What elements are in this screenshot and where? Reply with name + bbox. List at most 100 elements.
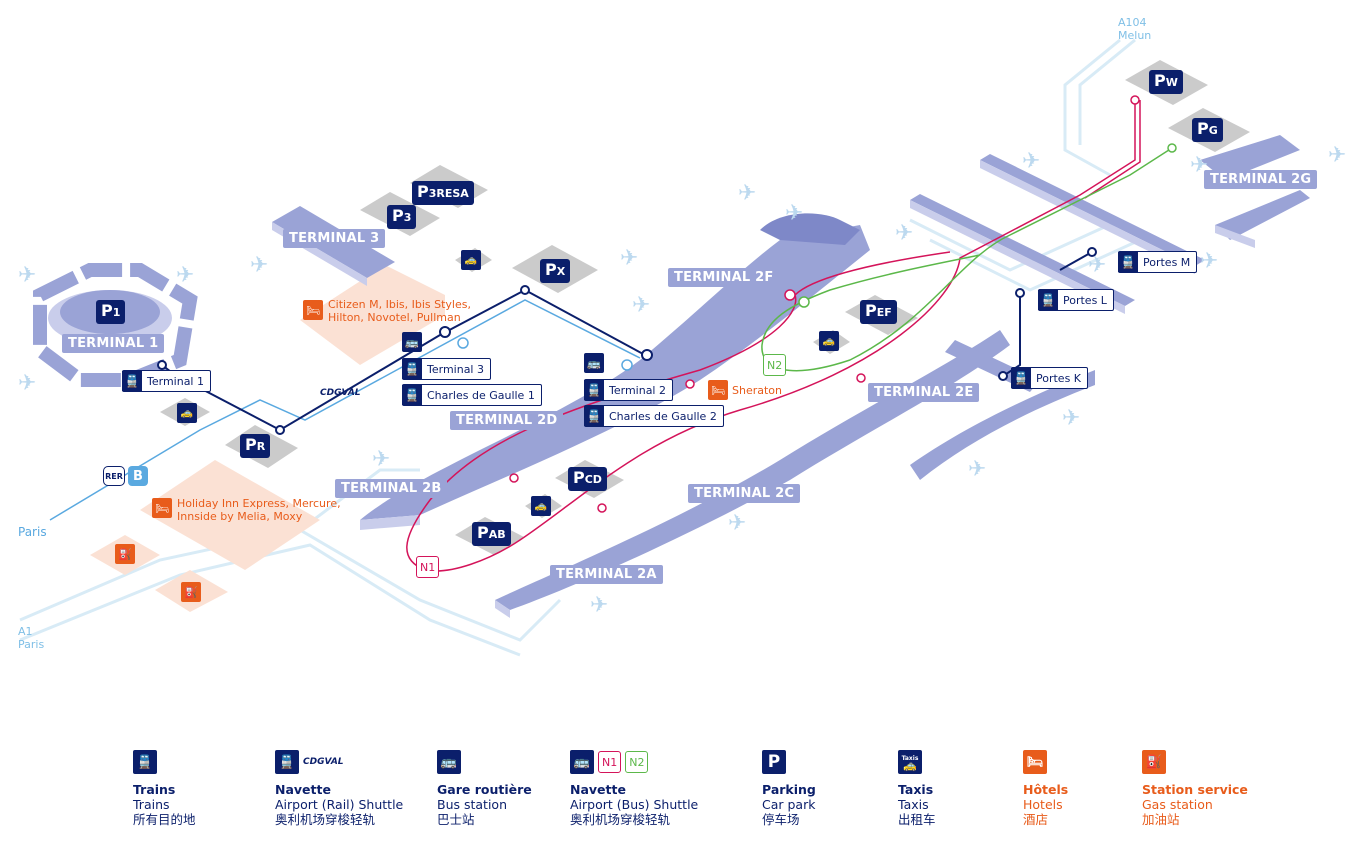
station-cdg-1[interactable]: 🚆Charles de Gaulle 1 [402,384,542,406]
hotel-icon: 🛏 [303,300,323,320]
fuel-icon[interactable]: ⛽ [115,544,135,564]
taxi-icon[interactable]: 🚕 [461,250,481,270]
terminal-label-t1[interactable]: TERMINAL 1 [62,334,165,353]
station-terminal-3[interactable]: 🚆Terminal 3 [402,358,491,380]
road-label-paris: Paris [18,525,47,539]
parking-icon: P [762,750,786,774]
plane-icon: ✈ [1022,149,1040,174]
n2-badge: N2 [763,354,787,376]
plane-icon: ✈ [632,293,650,318]
parking-pcd[interactable]: PCD [568,467,607,491]
cdgval-label: CDGVAL [320,388,361,398]
airport-map: ✈ ✈ ✈ ✈ ✈ ✈ ✈ ✈ ✈ ✈ ✈ ✈ ✈ ✈ ✈ ✈ ✈ ✈ ✈ A1… [18,16,1346,657]
terminal-label-t2b[interactable]: TERMINAL 2B [335,479,448,498]
terminal-1-building [33,263,198,387]
bus-icon: 🚌 [570,750,594,774]
station-terminal-1[interactable]: 🚆Terminal 1 [122,370,211,392]
n1-badge: N1 [416,556,440,578]
parking-pr[interactable]: PR [240,434,271,458]
fuel-icon[interactable]: ⛽ [181,582,201,602]
hotel-zone-2 [140,460,320,570]
n1-line [406,100,1136,572]
hotel-list-2[interactable]: Holiday Inn Express, Mercure, Innside by… [177,497,341,523]
train-icon: 🚆 [1011,368,1031,388]
road-a1 [19,528,562,642]
taxi-icon[interactable]: 🚕 [819,331,839,351]
parking-p3resa[interactable]: P3RESA [412,181,474,205]
parking-pef[interactable]: PEF [860,300,897,324]
terminal-label-t2d[interactable]: TERMINAL 2D [450,411,564,430]
train-icon: 🚆 [584,406,604,426]
plane-icon: ✈ [895,221,913,246]
station-terminal-2[interactable]: 🚆Terminal 2 [584,379,673,401]
train-icon: 🚆 [1118,252,1138,272]
train-icon: 🚆 [275,750,299,774]
plane-icon: ✈ [728,511,746,536]
bus-icon: 🚌 [437,750,461,774]
station-portes-m[interactable]: 🚆Portes M [1118,251,1198,273]
train-icon: 🚆 [1038,290,1058,310]
fuel-icon: ⛽ [1142,750,1166,774]
plane-icon: ✈ [1088,253,1106,278]
plane-icon: ✈ [1328,143,1346,168]
bus-icon[interactable]: 🚌 [584,353,604,373]
plane-icon: ✈ [738,181,756,206]
terminal-label-t2e[interactable]: TERMINAL 2E [868,383,980,402]
terminal-label-t2c[interactable]: TERMINAL 2C [688,484,801,503]
hotel-zone-1 [300,265,445,365]
station-portes-k[interactable]: 🚆Portes K [1011,367,1089,389]
rer-line [49,299,641,521]
train-icon: 🚆 [584,380,604,400]
parking-px[interactable]: PX [540,259,571,283]
hotel-sheraton[interactable]: Sheraton [732,384,782,397]
road-a104 [1063,38,1121,177]
train-icon: 🚆 [402,385,422,405]
plane-icon: ✈ [785,201,803,226]
plane-icon: ✈ [590,593,608,618]
hotel-list-1[interactable]: Citizen M, Ibis, Ibis Styles, Hilton, No… [328,298,471,324]
plane-icon: ✈ [176,263,194,288]
train-icon: 🚆 [133,750,157,774]
rer-badge[interactable]: RER [103,466,125,486]
plane-icon: ✈ [620,246,638,271]
terminal-2-complex [360,135,1310,618]
hotel-icon: 🛏 [708,380,728,400]
terminal-label-t2g[interactable]: TERMINAL 2G [1204,170,1318,189]
hotel-icon: 🛏 [1023,750,1047,774]
terminal-label-t2a[interactable]: TERMINAL 2A [550,565,663,584]
plane-icon: ✈ [18,263,36,288]
map-background: ✈ ✈ ✈ ✈ ✈ ✈ ✈ ✈ ✈ ✈ ✈ ✈ ✈ ✈ ✈ ✈ ✈ ✈ ✈ [18,38,1346,657]
station-portes-l[interactable]: 🚆Portes L [1038,289,1114,311]
parking-p1[interactable]: P1 [96,300,126,324]
parking-pw[interactable]: PW [1149,70,1183,94]
rer-b-badge[interactable]: B [128,466,148,486]
plane-icon: ✈ [1190,153,1208,178]
taxi-icon[interactable]: 🚕 [177,403,197,423]
train-icon: 🚆 [122,371,142,391]
plane-icon: ✈ [1062,406,1080,431]
terminal-label-t3[interactable]: TERMINAL 3 [283,229,386,248]
parking-pab[interactable]: PAB [472,522,511,546]
terminal-label-t2f[interactable]: TERMINAL 2F [668,268,780,287]
plane-icon: ✈ [372,447,390,472]
hotel-icon: 🛏 [152,498,172,518]
taxi-icon: Taxis🚕 [898,750,922,774]
plane-icon: ✈ [250,253,268,278]
bus-icon[interactable]: 🚌 [402,332,422,352]
parking-pg[interactable]: PG [1192,118,1223,142]
station-cdg-2[interactable]: 🚆Charles de Gaulle 2 [584,405,724,427]
taxi-icon[interactable]: 🚕 [531,496,551,516]
train-icon: 🚆 [402,359,422,379]
parking-p3[interactable]: P3 [387,205,417,229]
